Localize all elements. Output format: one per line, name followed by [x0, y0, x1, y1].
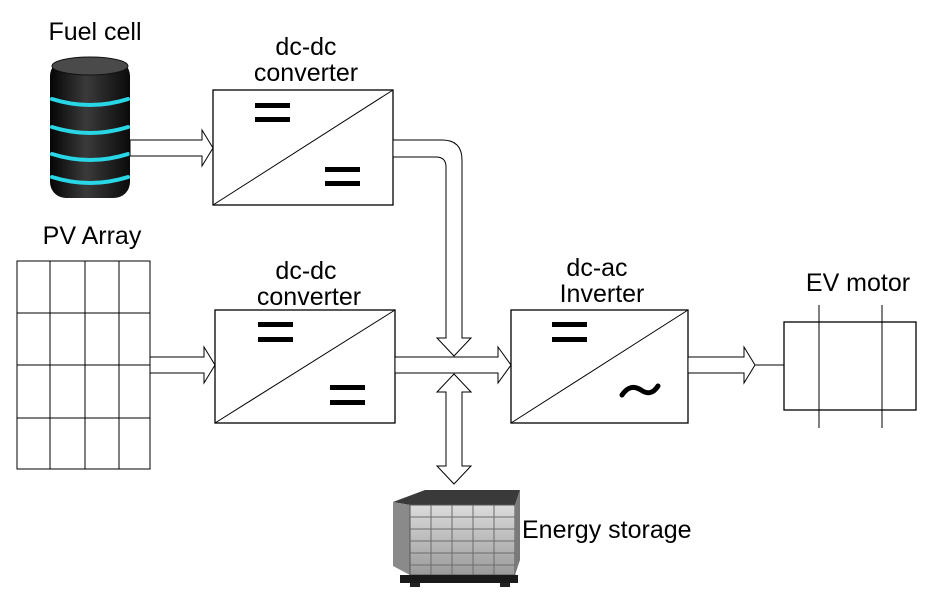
inverter-ac-out-symbol — [619, 383, 661, 398]
energy-storage-label: Energy storage — [522, 516, 692, 544]
converter-bottom-box — [214, 309, 396, 424]
converter-top-title-line2: converter — [254, 59, 358, 87]
fuel-cell-icon — [50, 56, 130, 198]
inverter-title-line1: dc-ac — [566, 254, 627, 282]
inverter-box — [510, 309, 689, 424]
battery-pack-icon — [393, 490, 520, 587]
fuel-cell-to-converter-arrow — [129, 128, 214, 168]
bus-to-inverter-arrow — [394, 345, 512, 385]
inverter-title-line2: Inverter — [560, 280, 645, 308]
inverter-dc-in-symbol-a — [552, 322, 587, 327]
converter-bottom-title-line1: dc-dc — [275, 257, 336, 285]
converter-bottom-dc-in-symbol-a — [258, 322, 293, 327]
converter-bottom-title-line2: converter — [257, 283, 361, 311]
converter-bottom-dc-in-symbol-b — [258, 337, 293, 342]
converter-bottom-dc-out-symbol-a — [330, 385, 365, 390]
ev-motor-label: EV motor — [806, 269, 910, 297]
converter-top-dc-in-symbol-b — [255, 117, 290, 122]
fuel-cell-label: Fuel cell — [48, 18, 141, 46]
inverter-dc-in-symbol-b — [552, 337, 587, 342]
ev-motor-icon — [783, 305, 917, 428]
converter-top-box — [212, 89, 394, 206]
converter-top-dc-in-symbol-a — [255, 103, 290, 108]
pv-to-converter-arrow — [149, 345, 216, 385]
top-converter-to-bus-arrow — [392, 139, 473, 357]
inverter-to-motor-arrow — [687, 345, 756, 385]
converter-bottom-dc-out-symbol-b — [330, 400, 365, 405]
pv-array-label: PV Array — [43, 222, 142, 250]
converter-top-dc-out-symbol-a — [325, 167, 360, 172]
converter-top-title-line1: dc-dc — [275, 33, 336, 61]
converter-top-dc-out-symbol-b — [325, 181, 360, 186]
pv-array-grid — [16, 260, 151, 470]
bus-storage-bidirectional-arrow — [435, 373, 473, 485]
